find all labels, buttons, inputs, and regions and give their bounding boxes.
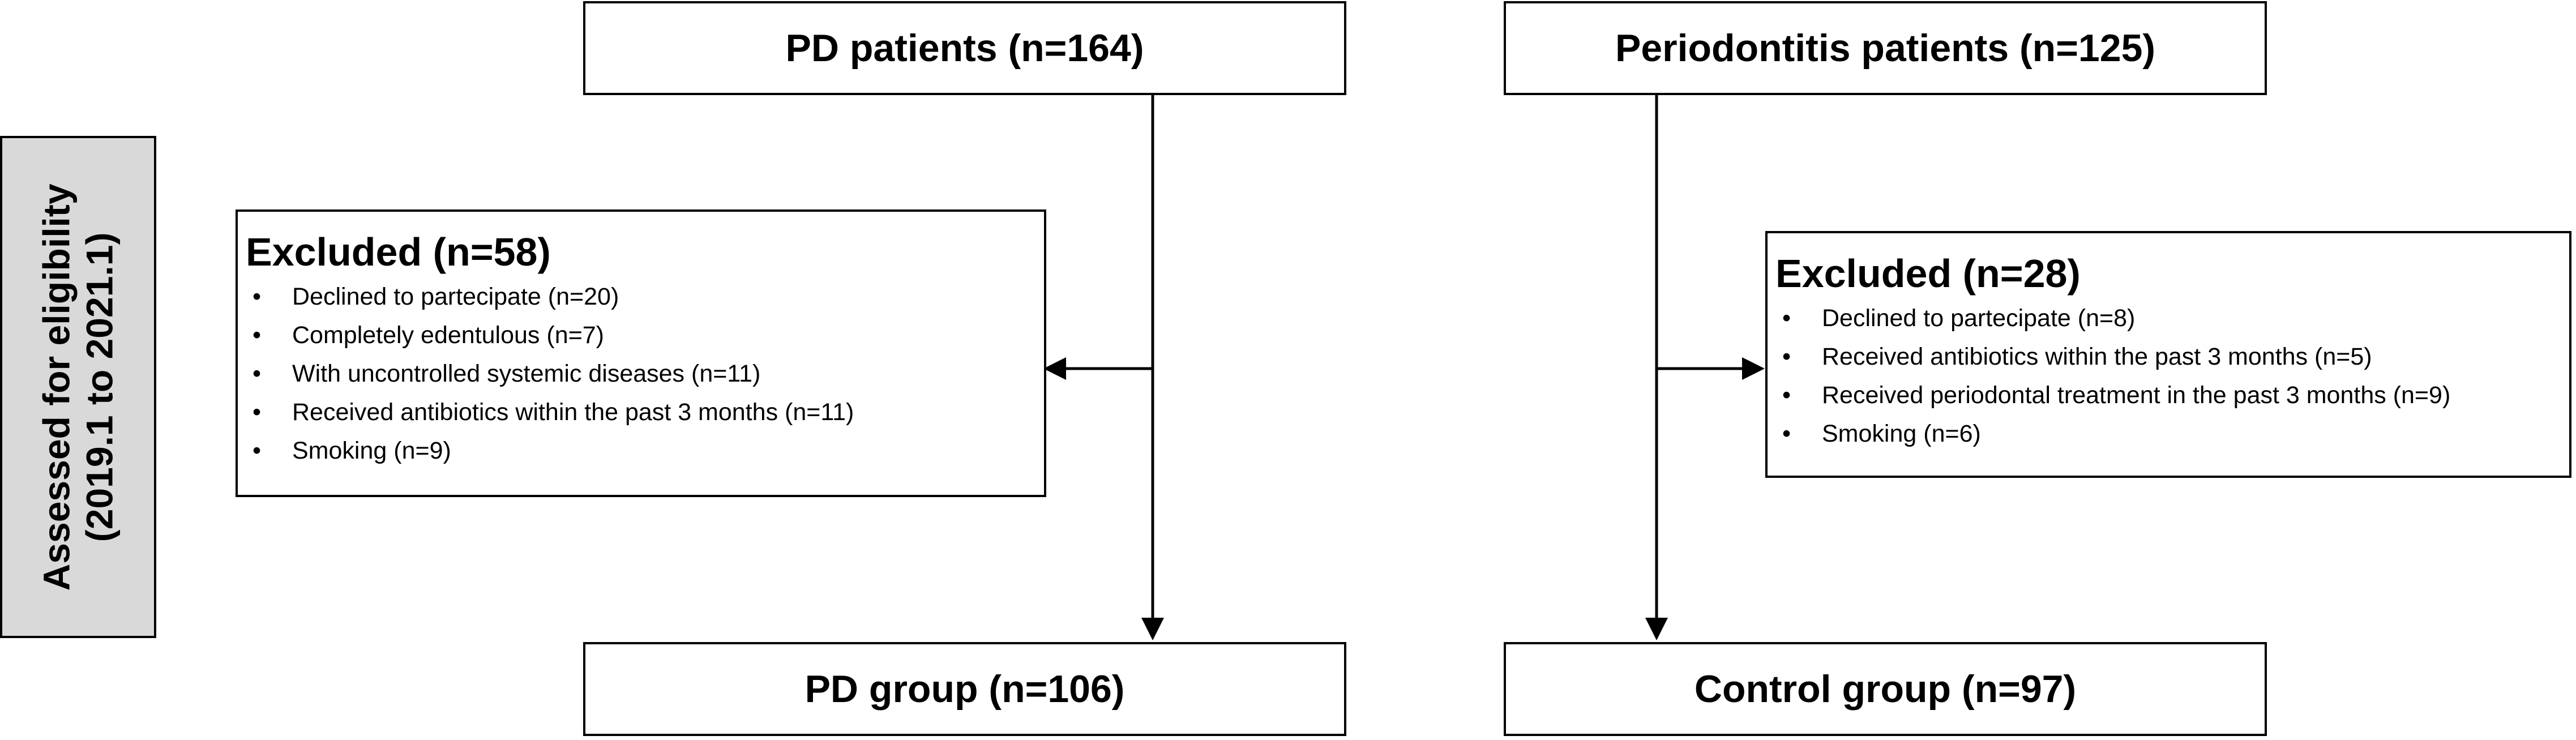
- pd-patients-label: PD patients (n=164): [785, 27, 1144, 70]
- pd-group-box: PD group (n=106): [583, 642, 1346, 736]
- eligibility-side-label-box: Assessed for eligibility (2019.1 to 2021…: [0, 136, 156, 638]
- control-excluded-title: Excluded (n=28): [1775, 251, 2081, 296]
- control-group-label: Control group (n=97): [1694, 668, 2077, 711]
- pd-excluded-item: With uncontrolled systemic diseases (n=1…: [246, 354, 1044, 393]
- pd-excluded-title: Excluded (n=58): [246, 230, 551, 274]
- pd-excluded-item: Received antibiotics within the past 3 m…: [246, 393, 1044, 431]
- pd-excluded-list: Declined to partecipate (n=20) Completel…: [246, 277, 1044, 470]
- pd-patients-box: PD patients (n=164): [583, 1, 1346, 95]
- pd-excluded-item: Completely edentulous (n=7): [246, 316, 1044, 354]
- control-excluded-item: Received antibiotics within the past 3 m…: [1775, 337, 2569, 376]
- pd-group-label: PD group (n=106): [805, 668, 1125, 711]
- control-excluded-item: Declined to partecipate (n=8): [1775, 299, 2569, 337]
- periodontitis-patients-label: Periodontitis patients (n=125): [1615, 27, 2156, 70]
- pd-excluded-item: Smoking (n=9): [246, 431, 1044, 470]
- pd-excluded-box: Excluded (n=58) Declined to partecipate …: [236, 209, 1046, 497]
- periodontitis-patients-box: Periodontitis patients (n=125): [1504, 1, 2267, 95]
- control-excluded-box: Excluded (n=28) Declined to partecipate …: [1765, 231, 2571, 478]
- control-excluded-item: Received periodontal treatment in the pa…: [1775, 376, 2569, 414]
- control-excluded-list: Declined to partecipate (n=8) Received a…: [1775, 299, 2569, 453]
- pd-excluded-item: Declined to partecipate (n=20): [246, 277, 1044, 316]
- control-group-box: Control group (n=97): [1504, 642, 2267, 736]
- control-excluded-item: Smoking (n=6): [1775, 414, 2569, 453]
